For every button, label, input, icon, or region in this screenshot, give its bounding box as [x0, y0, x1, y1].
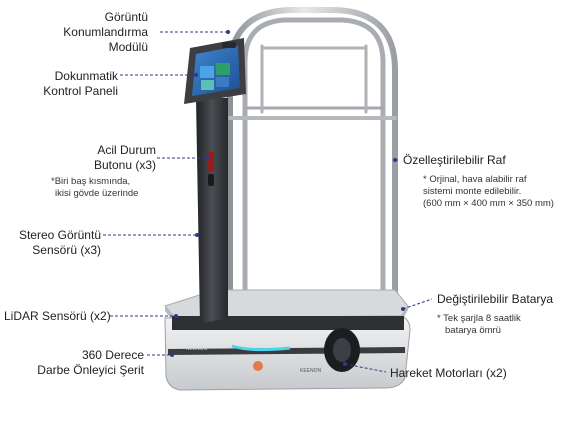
label-bumper: 360 Derece Darbe Önleyici Şerit: [37, 348, 144, 377]
body-emergency-button: [208, 152, 214, 172]
robot-base: KEENON KEENON: [164, 315, 411, 391]
label-battery: Değiştirilebilir Batarya: [437, 292, 554, 306]
front-brand-mark: KEENON: [186, 346, 208, 352]
label-stereo-sensor: Stereo Görüntü Sensörü (x3): [18, 228, 101, 257]
label-emergency-button: Acil Durum Butonu (x3): [93, 143, 156, 172]
body-column: [196, 98, 228, 324]
note-rack: * Orjinal, hava alabilir raf sistemi mon…: [423, 174, 554, 209]
note-battery: * Tek şarjla 8 saatlik batarya ömrü: [437, 313, 521, 336]
drive-wheel: [324, 328, 360, 372]
label-touch-panel: Dokunmatik Kontrol Paneli: [43, 69, 118, 98]
head-unit: [184, 38, 246, 104]
label-camera-module: Görüntü Konumlandırma Modülü: [63, 10, 148, 54]
label-rack: Özelleştirilebilir Raf: [403, 153, 506, 167]
base-brand-mark: KEENON: [300, 368, 322, 374]
label-lidar: LiDAR Sensörü (x2): [4, 309, 111, 323]
base-emergency-button: [253, 361, 263, 371]
leader-lines: [103, 31, 433, 373]
light-strip: [231, 344, 291, 352]
camera-module: [222, 42, 236, 48]
leader-dots: [170, 30, 405, 366]
label-motors: Hareket Motorları (x2): [390, 366, 507, 380]
note-emergency-button: *Biri baş kısmında, ikisi gövde üzerinde: [51, 176, 139, 199]
